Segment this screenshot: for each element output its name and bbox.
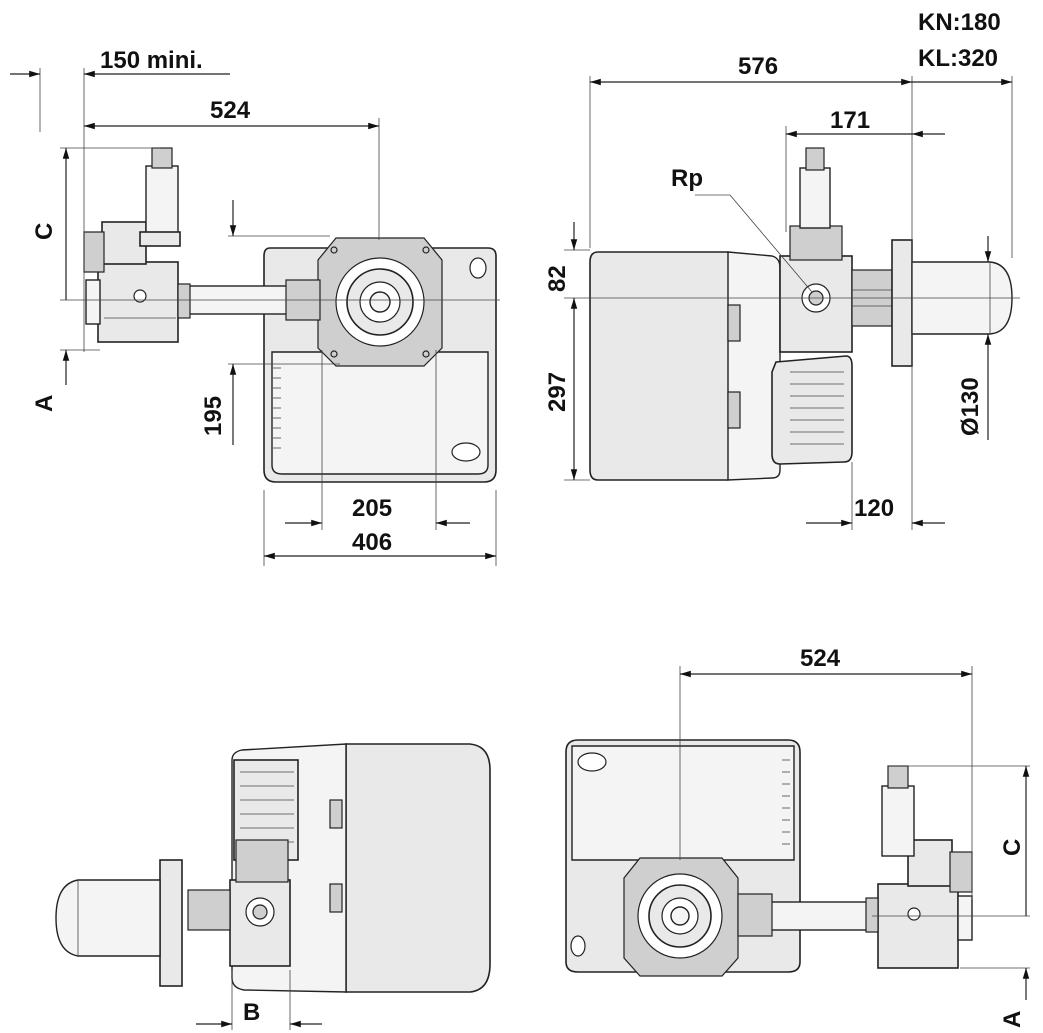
rear-view-dimensions: 524 C A <box>679 645 1030 1028</box>
front-view-dimensions: 150 mini. 524 C A 195 205 406 <box>10 47 500 566</box>
burner-top-view <box>55 743 491 993</box>
side-view-dimensions: KN:180 KL:320 576 171 Rp 82 297 Ø130 120 <box>544 9 1020 530</box>
dim-195: 195 <box>200 396 227 436</box>
dim-kl: KL:320 <box>918 45 998 72</box>
dim-120: 120 <box>854 495 894 522</box>
dim-205: 205 <box>352 495 392 522</box>
dim-150-mini: 150 mini. <box>100 47 203 74</box>
burner-side-view <box>589 147 1013 481</box>
dim-297: 297 <box>544 372 571 412</box>
dim-82: 82 <box>544 265 571 292</box>
top-view-dimensions: B <box>196 970 322 1030</box>
letter-c-top: C <box>31 223 58 240</box>
dim-524-bottom: 524 <box>800 645 841 672</box>
dim-524-top: 524 <box>210 97 251 124</box>
dim-406: 406 <box>352 529 392 556</box>
letter-c-bottom: C <box>999 839 1026 856</box>
dim-kn: KN:180 <box>918 9 1001 36</box>
burner-rear-view <box>565 739 973 977</box>
burner-front-view <box>83 147 497 483</box>
dim-576: 576 <box>738 53 778 80</box>
letter-a-top: A <box>31 395 58 412</box>
dim-171: 171 <box>830 107 870 134</box>
letter-b: B <box>243 999 260 1026</box>
label-rp: Rp <box>671 165 703 192</box>
letter-a-bottom: A <box>999 1011 1026 1028</box>
dim-diameter-130: Ø130 <box>957 377 984 436</box>
